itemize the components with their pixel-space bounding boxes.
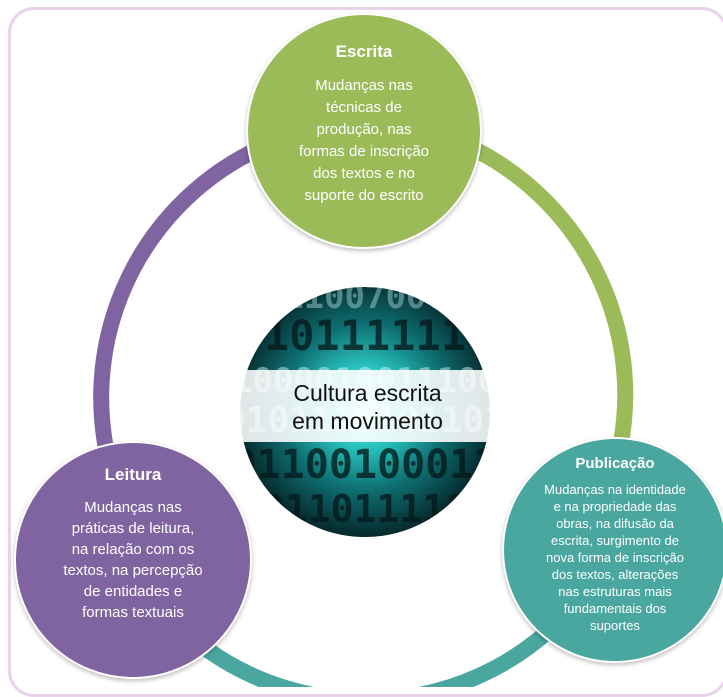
ring-arc-publicacao-leitura: [200, 619, 561, 687]
desc-line: dos textos e no: [313, 165, 415, 182]
node-escrita-description: Mudanças nas técnicas de produção, nas f…: [289, 75, 439, 207]
desc-line: formas textuais: [82, 604, 184, 621]
desc-line: nova forma de inscrição: [545, 550, 684, 565]
node-leitura: Leitura Mudanças nas práticas de leitura…: [14, 441, 252, 679]
desc-line: obras, na difusão da: [556, 516, 674, 531]
desc-line: suporte do escrito: [304, 187, 424, 204]
binary-row: 0101101111100: [216, 487, 513, 531]
desc-line: textos, na percepção: [63, 562, 203, 579]
ring-arc-escrita-publicacao: [472, 142, 634, 450]
desc-line: formas de inscrição: [298, 143, 430, 160]
node-publicacao-title: Publicação: [575, 455, 655, 472]
node-publicacao: Publicação Mudanças na identidade e na p…: [502, 437, 723, 663]
node-escrita-title: Escrita: [335, 42, 393, 61]
desc-line: e na propriedade das: [553, 499, 677, 514]
node-leitura-title: Leitura: [104, 465, 162, 484]
desc-line: Mudanças nas: [84, 499, 182, 516]
desc-line: Mudanças na identidade: [544, 482, 686, 497]
node-leitura-description: Mudanças nas práticas de leitura, na rel…: [48, 497, 218, 623]
ring-arc-leitura-escrita: [93, 144, 256, 480]
binary-row: 000110010001111: [184, 442, 545, 488]
desc-line: dos textos, alterações: [551, 567, 679, 582]
desc-line: práticas de leitura,: [71, 520, 195, 537]
desc-line: Mudanças nas: [315, 77, 413, 94]
desc-line: suportes: [590, 618, 640, 633]
desc-line: produção, nas: [316, 121, 412, 138]
center-label-line1: Cultura escrita: [293, 380, 442, 406]
desc-line: na relação com os: [71, 541, 195, 558]
center-label-line2: em movimento: [292, 408, 443, 434]
desc-line: fundamentais dos: [563, 601, 667, 616]
desc-line: nas estruturas mais: [558, 584, 672, 599]
desc-line: técnicas de: [326, 99, 402, 116]
node-escrita: Escrita Mudanças nas técnicas de produçã…: [246, 13, 482, 249]
node-publicacao-description: Mudanças na identidade e na propriedade …: [529, 481, 701, 634]
center-label: Cultura escrita em movimento: [240, 370, 495, 442]
desc-line: escrita, surgimento de: [551, 533, 679, 548]
binary-row: 10010111111011: [188, 311, 542, 360]
desc-line: de entidades e: [83, 583, 183, 600]
